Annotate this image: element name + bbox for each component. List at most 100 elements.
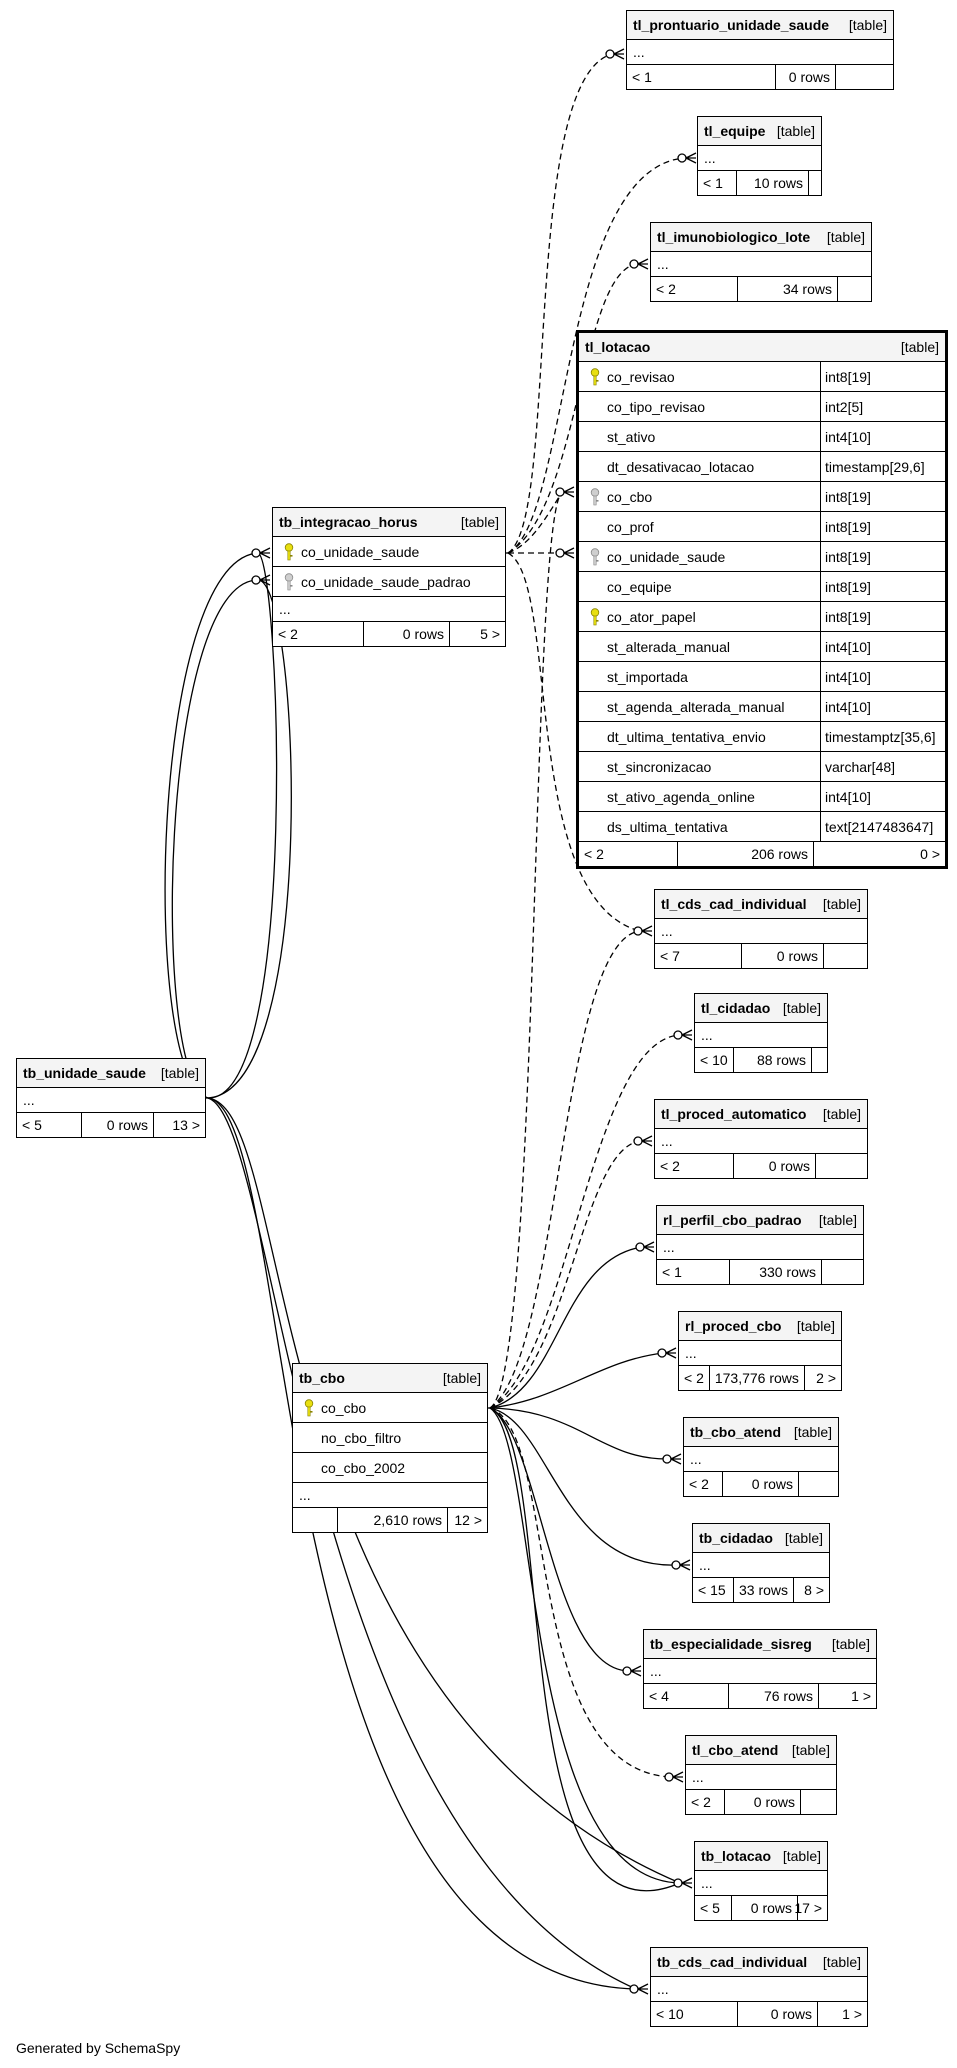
table-header[interactable]: tb_cbo[table] (293, 1364, 487, 1393)
column-name[interactable]: st_agenda_alterada_manual (607, 698, 785, 715)
child-count[interactable] (800, 1790, 836, 1814)
table-name[interactable]: tb_lotacao (701, 1848, 772, 1864)
table-header[interactable]: tl_cbo_atend[table] (686, 1736, 836, 1765)
child-count[interactable] (798, 1472, 838, 1496)
parent-count[interactable]: < 2 (691, 1794, 711, 1810)
table-name[interactable]: tl_cbo_atend (692, 1742, 779, 1758)
column-name[interactable]: st_importada (607, 668, 688, 685)
table-tl-prontuario-unidade-saude[interactable]: tl_prontuario_unidade_saude[table]...< 1… (626, 10, 894, 90)
column-name[interactable]: dt_desativacao_lotacao (607, 458, 755, 475)
table-header[interactable]: tl_prontuario_unidade_saude[table] (627, 11, 893, 40)
column-name[interactable]: no_cbo_filtro (321, 1429, 402, 1446)
column-row[interactable]: co_unidade_saude (273, 537, 505, 567)
column-row[interactable]: no_cbo_filtro (293, 1423, 487, 1453)
table-name[interactable]: tl_cds_cad_individual (661, 896, 807, 912)
table-header[interactable]: rl_proced_cbo[table] (679, 1312, 841, 1341)
parent-count[interactable]: < 7 (660, 948, 680, 964)
table-name[interactable]: tl_lotacao (585, 339, 651, 355)
column-name[interactable]: co_unidade_saude (301, 543, 420, 560)
table-header[interactable]: tl_lotacao[table] (579, 333, 945, 362)
child-count[interactable] (808, 171, 821, 195)
parent-count[interactable]: < 15 (698, 1582, 726, 1598)
child-count[interactable] (835, 65, 893, 89)
child-count[interactable]: 2 > (803, 1366, 841, 1390)
table-name[interactable]: rl_proced_cbo (685, 1318, 782, 1334)
table-name[interactable]: tb_cds_cad_individual (657, 1954, 808, 1970)
parent-count[interactable] (293, 1508, 337, 1532)
child-count[interactable] (837, 277, 871, 301)
column-row[interactable]: co_cbo (293, 1393, 487, 1423)
table-header[interactable]: rl_perfil_cbo_padrao[table] (657, 1206, 863, 1235)
child-count[interactable]: 1 > (818, 1684, 876, 1708)
column-name[interactable]: ds_ultima_tentativa (607, 818, 728, 835)
table-name[interactable]: tb_cbo (299, 1370, 345, 1386)
column-name[interactable]: st_alterada_manual (607, 638, 730, 655)
column-name[interactable]: co_cbo_2002 (321, 1459, 406, 1476)
table-header[interactable]: tb_cidadao[table] (693, 1524, 829, 1553)
child-count[interactable]: 5 > (449, 622, 505, 646)
parent-count[interactable]: < 10 (700, 1052, 728, 1068)
parent-count[interactable]: < 10 (656, 2006, 684, 2022)
parent-count[interactable]: < 2 (278, 626, 298, 642)
table-name[interactable]: tl_prontuario_unidade_saude (633, 17, 830, 33)
column-name[interactable]: st_ativo (607, 428, 656, 445)
child-count[interactable] (811, 1048, 827, 1072)
table-name[interactable]: tl_imunobiologico_lote (657, 229, 811, 245)
table-header[interactable]: tl_cidadao[table] (695, 994, 827, 1023)
child-count[interactable]: 8 > (793, 1578, 829, 1602)
table-header[interactable]: tb_cds_cad_individual[table] (651, 1948, 867, 1977)
table-tb-cbo[interactable]: tb_cbo[table] co_cbo no_cbo_filtro co_cbo_2… (292, 1363, 488, 1533)
parent-count[interactable]: < 1 (662, 1264, 682, 1280)
child-count[interactable] (815, 1154, 867, 1178)
parent-count[interactable]: < 2 (584, 846, 604, 862)
table-name[interactable]: tl_proced_automatico (661, 1106, 807, 1122)
column-name[interactable]: st_sincronizacao (607, 758, 712, 775)
child-count[interactable] (821, 1260, 863, 1284)
table-name[interactable]: tl_cidadao (701, 1000, 771, 1016)
child-count[interactable]: 0 > (813, 842, 945, 866)
table-header[interactable]: tb_cbo_atend[table] (684, 1418, 838, 1447)
column-name[interactable]: co_unidade_saude (607, 548, 726, 565)
column-name[interactable]: co_ator_papel (607, 608, 696, 625)
column-name[interactable]: st_ativo_agenda_online (607, 788, 755, 805)
table-header[interactable]: tb_lotacao[table] (695, 1842, 827, 1871)
child-count[interactable]: 13 > (153, 1113, 205, 1137)
column-name[interactable]: co_cbo (321, 1399, 367, 1416)
child-count[interactable]: 17 > (794, 1896, 827, 1920)
table-name[interactable]: tb_integracao_horus (279, 514, 418, 530)
table-header[interactable]: tl_equipe[table] (698, 117, 821, 146)
parent-count[interactable]: < 2 (689, 1476, 709, 1492)
column-name[interactable]: co_unidade_saude_padrao (301, 573, 471, 590)
table-header[interactable]: tb_especialidade_sisreg[table] (644, 1630, 876, 1659)
table-name[interactable]: rl_perfil_cbo_padrao (663, 1212, 802, 1228)
table-header[interactable]: tb_integracao_horus[table] (273, 508, 505, 537)
table-header[interactable]: tb_unidade_saude[table] (17, 1059, 205, 1088)
parent-count[interactable]: < 5 (700, 1900, 720, 1916)
table-header[interactable]: tl_proced_automatico[table] (655, 1100, 867, 1129)
table-name[interactable]: tb_cidadao (699, 1530, 773, 1546)
